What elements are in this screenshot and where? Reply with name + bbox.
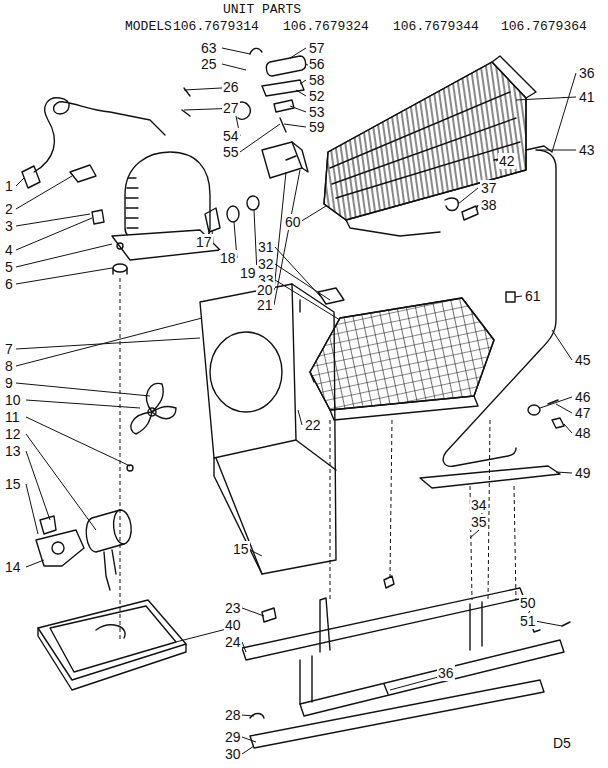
callout-number: 20 (256, 282, 274, 298)
callout-number: 5 (4, 259, 14, 275)
callout-number: 28 (224, 707, 242, 723)
callout-number: 15 (232, 541, 250, 557)
callout-number: 9 (4, 375, 14, 391)
callout-number: 53 (308, 104, 326, 120)
callout-number: 6 (4, 276, 14, 292)
callout-number: 56 (308, 56, 326, 72)
callout-number: 34 (470, 497, 488, 513)
callout-number: 11 (4, 409, 21, 425)
callout-number: 24 (224, 634, 242, 650)
callout-number: 1 (4, 178, 14, 194)
callout-number: 15 (4, 476, 22, 492)
callout-number: 3 (4, 218, 14, 234)
callout-number: 41 (578, 89, 596, 105)
callout-number: 7 (4, 341, 14, 357)
drawing-code: D5 (552, 735, 572, 751)
callout-number: 59 (308, 119, 326, 135)
callout-number: 36 (578, 65, 596, 81)
callout-number: 23 (224, 600, 242, 616)
callout-number: 35 (470, 514, 488, 530)
callout-number: 10 (4, 392, 22, 408)
callout-number: 61 (524, 288, 542, 304)
callout-number: 13 (4, 443, 22, 459)
callout-number: 52 (308, 88, 326, 104)
callout-number: 14 (4, 559, 22, 575)
callout-number: 40 (224, 617, 242, 633)
callout-number: 58 (308, 72, 326, 88)
callout-number: 29 (224, 729, 242, 745)
callout-number: 25 (200, 56, 218, 72)
callout-number: 43 (578, 142, 596, 158)
callout-number: 46 (574, 389, 592, 405)
models-heading: MODELS (124, 19, 173, 35)
model-number: 106.7679324 (282, 19, 370, 35)
callout-number: 22 (304, 417, 322, 433)
callout-number: 36 (437, 665, 455, 681)
callout-number: 21 (256, 297, 274, 313)
callout-number: 50 (519, 595, 537, 611)
callout-number: 8 (4, 358, 14, 374)
callout-number: 32 (257, 256, 275, 272)
model-number: 106.7679364 (500, 19, 588, 35)
callout-number: 55 (222, 144, 240, 160)
callout-number: 49 (574, 465, 592, 481)
callout-number: 51 (519, 613, 537, 629)
callout-number: 54 (222, 128, 240, 144)
callout-number: 42 (498, 153, 516, 169)
callout-number: 30 (224, 746, 242, 762)
callout-number: 57 (308, 40, 326, 56)
callout-number: 17 (195, 234, 213, 250)
callout-number: 2 (4, 201, 14, 217)
diagram-title: UNIT PARTS (222, 2, 302, 18)
model-number: 106.7679344 (392, 19, 480, 35)
callout-number: 19 (239, 265, 257, 281)
callout-number: 47 (574, 405, 592, 421)
callout-number: 45 (574, 352, 592, 368)
callout-number: 31 (257, 239, 275, 255)
callout-number: 26 (222, 79, 240, 95)
callout-number: 63 (200, 40, 218, 56)
callout-number: 27 (222, 100, 240, 116)
callout-number: 48 (574, 425, 592, 441)
model-number: 106.7679314 (172, 19, 260, 35)
callout-number: 12 (4, 426, 22, 442)
callout-number: 38 (480, 197, 498, 213)
callout-number: 37 (480, 180, 498, 196)
callout-number: 4 (4, 242, 14, 258)
callout-number: 60 (284, 214, 302, 230)
callout-number: 18 (219, 250, 237, 266)
